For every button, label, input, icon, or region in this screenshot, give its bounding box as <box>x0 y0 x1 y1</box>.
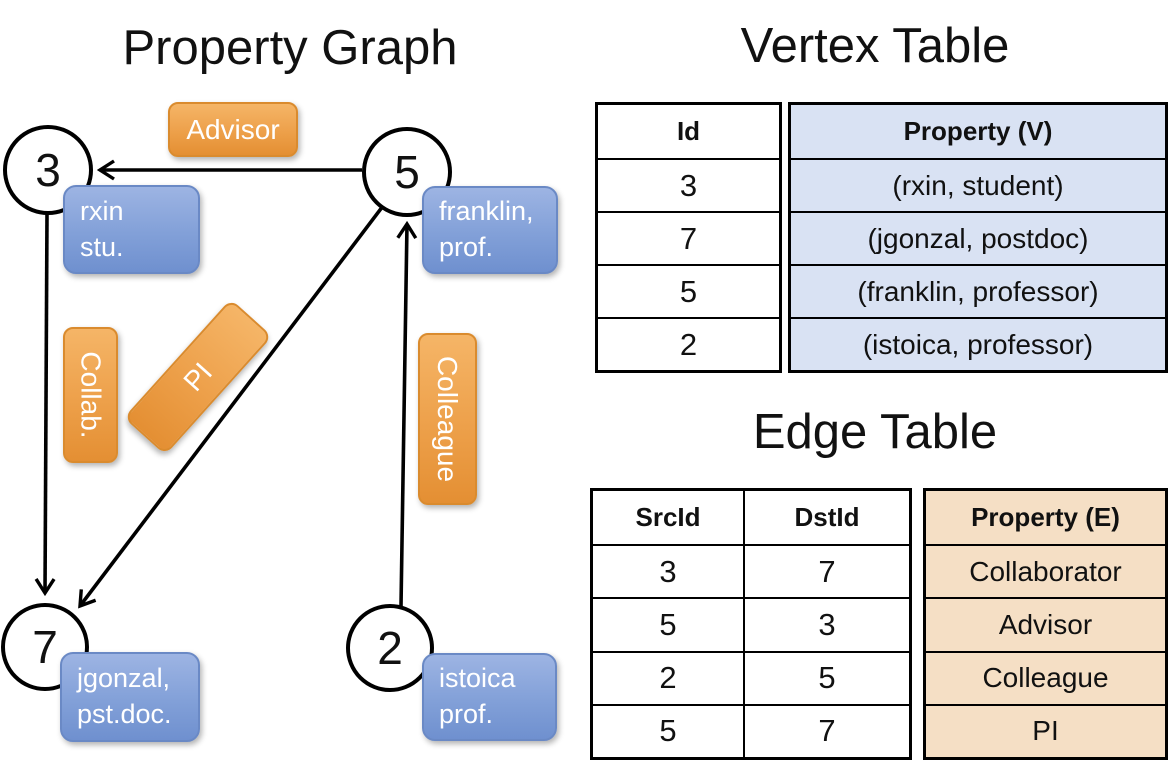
vertex-label-jgonzal: jgonzal, pst.doc. <box>60 652 200 742</box>
edge-table-src-dst-columns: SrcId DstId 3 7 5 3 2 5 5 7 <box>590 488 912 760</box>
edge-label-colleague-text: Colleague <box>432 355 464 483</box>
edge-table-property-cell: Advisor <box>926 597 1165 651</box>
vertex-table-id-column: Id 3 7 5 2 <box>595 102 782 373</box>
vertex-table-id-cell: 5 <box>598 264 779 317</box>
edge-table-dst-cell: 3 <box>743 597 909 651</box>
vertex-table-id-header: Id <box>676 116 701 146</box>
vertex-table-id-cell: 3 <box>598 158 779 211</box>
edge-2-to-5-colleague <box>401 224 407 607</box>
edge-table-property-column: Property (E) Collaborator Advisor Collea… <box>923 488 1168 760</box>
vertex-label-jgonzal-line2: pst.doc. <box>77 699 172 729</box>
edge-label-collab: Collab. <box>63 327 118 463</box>
edge-label-collab-text: Collab. <box>75 351 107 439</box>
vertex-table-id-cell: 7 <box>598 211 779 264</box>
edge-table-src-cell: 3 <box>593 544 743 597</box>
edge-table-src-cell: 5 <box>593 703 743 757</box>
edge-label-advisor-text: Advisor <box>186 113 280 145</box>
edge-label-pi-text: PI <box>177 356 219 397</box>
graph-node-5-id: 5 <box>394 146 420 198</box>
edge-table-src-header: SrcId <box>635 502 701 533</box>
edge-table-src-cell: 2 <box>593 650 743 704</box>
vertex-label-istoica-line2: prof. <box>439 699 494 729</box>
edge-table-dst-cell: 7 <box>743 544 909 598</box>
vertex-label-franklin-line1: franklin, <box>439 196 534 227</box>
edge-table-dst-cell: 7 <box>743 703 909 757</box>
edge-table-src-cell: 5 <box>593 597 743 650</box>
edge-3-to-7-collab <box>45 213 47 593</box>
edge-table-dst-header: DstId <box>743 491 909 545</box>
edge-label-colleague: Colleague <box>418 333 477 505</box>
vertex-label-rxin-line1: rxin <box>80 195 124 226</box>
edge-table-property-header: Property (E) <box>926 491 1165 545</box>
vertex-table-property-column: Property (V) (rxin, student) (jgonzal, p… <box>788 102 1168 373</box>
graph-node-2: 2 <box>346 604 434 692</box>
vertex-table-property-header: Property (V) <box>791 105 1165 158</box>
vertex-label-franklin-line2: prof. <box>439 232 494 262</box>
edge-table-property-cell: Collaborator <box>926 544 1165 598</box>
edge-label-advisor: Advisor <box>168 102 298 157</box>
graph-node-7-id: 7 <box>32 621 58 673</box>
vertex-table-property-cell: (jgonzal, postdoc) <box>791 211 1165 264</box>
vertex-table-property-cell: (rxin, student) <box>791 158 1165 211</box>
graph-node-2-id: 2 <box>377 622 403 674</box>
vertex-table-id-cell: 2 <box>598 317 779 370</box>
edge-table-dst-cell: 5 <box>743 650 909 704</box>
property-graph-title: Property Graph <box>122 21 458 75</box>
edge-table-property-cell: Colleague <box>926 650 1165 704</box>
edge-table-title: Edge Table <box>752 405 998 459</box>
vertex-label-rxin: rxin stu. <box>63 185 200 274</box>
vertex-label-jgonzal-line1: jgonzal, <box>77 663 171 694</box>
vertex-label-franklin: franklin, prof. <box>422 186 558 274</box>
vertex-table-property-cell: (franklin, professor) <box>791 264 1165 317</box>
vertex-table-property-cell: (istoica, professor) <box>791 317 1165 370</box>
graph-node-3: 3 <box>3 125 93 215</box>
edge-table-property-cell: PI <box>926 703 1165 757</box>
vertex-label-istoica: istoica prof. <box>422 653 557 741</box>
vertex-label-istoica-line1: istoica <box>439 663 516 694</box>
graph-node-3-id: 3 <box>35 144 61 196</box>
edge-label-pi: PI <box>123 298 273 456</box>
vertex-label-rxin-line2: stu. <box>80 231 124 262</box>
vertex-table-title: Vertex Table <box>740 19 1010 73</box>
